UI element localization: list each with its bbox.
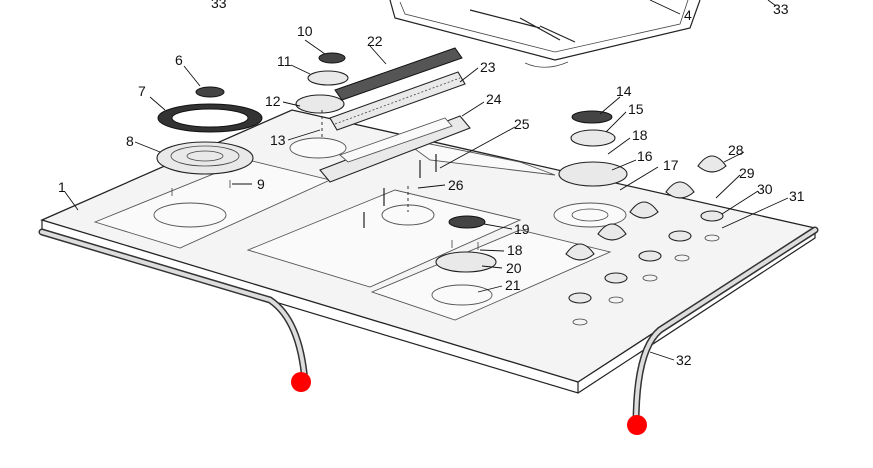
middle-burner-group bbox=[289, 52, 349, 159]
callout-14: 14 bbox=[616, 83, 632, 99]
callout-20: 20 bbox=[506, 260, 522, 276]
front-burner-group bbox=[431, 215, 497, 306]
callout-11: 11 bbox=[277, 53, 292, 69]
callout-18-bottom: 18 bbox=[507, 242, 523, 258]
callout-6: 6 bbox=[175, 52, 183, 68]
left-burner-group bbox=[153, 86, 263, 228]
control-rail-group bbox=[319, 47, 471, 228]
leader-lines bbox=[64, 0, 789, 361]
callout-1: 1 bbox=[58, 179, 66, 195]
callout-30: 30 bbox=[757, 181, 773, 197]
callout-17: 17 bbox=[663, 157, 679, 173]
callout-10: 10 bbox=[297, 23, 313, 39]
callout-23: 23 bbox=[480, 59, 496, 75]
callout-33-left: 33 bbox=[211, 0, 227, 11]
callout-labels: 33 4 33 10 22 6 11 23 7 14 12 24 15 25 1… bbox=[58, 0, 805, 368]
callout-28: 28 bbox=[728, 142, 744, 158]
red-dot-left bbox=[291, 372, 311, 392]
callout-22: 22 bbox=[367, 33, 383, 49]
callout-4: 4 bbox=[684, 7, 692, 23]
hob-top-plate bbox=[40, 109, 817, 394]
callout-24: 24 bbox=[486, 91, 502, 107]
callout-16: 16 bbox=[637, 148, 653, 164]
callout-13: 13 bbox=[270, 132, 286, 148]
callout-32: 32 bbox=[676, 352, 692, 368]
right-rear-burner-group bbox=[553, 110, 628, 228]
callout-26: 26 bbox=[448, 177, 464, 193]
callout-7: 7 bbox=[138, 83, 146, 99]
seal-left bbox=[38, 228, 309, 386]
callout-33-right: 33 bbox=[773, 1, 789, 17]
red-dot-right bbox=[627, 415, 647, 435]
pan-support bbox=[389, 0, 701, 68]
callout-8: 8 bbox=[126, 133, 134, 149]
callout-12: 12 bbox=[265, 93, 281, 109]
knob-row bbox=[565, 155, 727, 326]
callout-29: 29 bbox=[739, 165, 755, 181]
callout-15: 15 bbox=[628, 101, 644, 117]
seal-right bbox=[632, 226, 819, 429]
callout-18-top: 18 bbox=[632, 127, 648, 143]
callout-25: 25 bbox=[514, 116, 530, 132]
callout-19: 19 bbox=[514, 221, 530, 237]
callout-21: 21 bbox=[505, 277, 521, 293]
callout-31: 31 bbox=[789, 188, 805, 204]
callout-9: 9 bbox=[257, 176, 265, 192]
